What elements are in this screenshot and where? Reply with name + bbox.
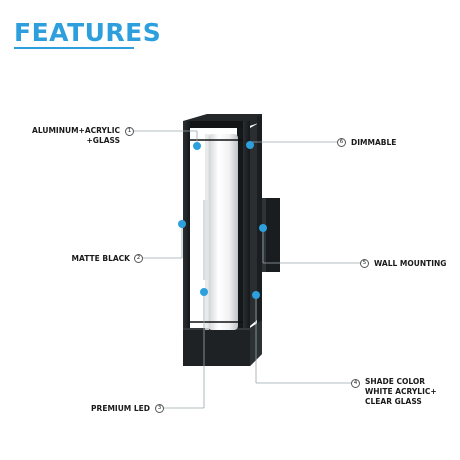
callout-dot-2 [178,220,186,228]
title-underline [14,47,134,49]
wall-mount-plate [262,198,280,272]
callout-dot-5 [259,224,267,232]
feature-label-1: ALUMINUM+ACRYLIC +GLASS [32,126,120,145]
feature-label-4: SHADE COLOR WHITE ACRYLIC+ CLEAR GLASS [365,377,437,406]
callout-dot-6 [246,141,254,149]
acrylic-light-tube [203,134,238,330]
callout-dot-4 [252,291,260,299]
callout-number-2: 2 [134,254,143,263]
callout-dots [178,141,267,299]
callout-number-1: 1 [125,127,134,136]
callout-dot-1 [193,142,201,150]
feature-label-2: MATTE BLACK [71,254,130,263]
feature-label-3: PREMIUM LED [91,404,150,413]
features-title: FEATURES [14,18,162,47]
callout-number-6: 6 [337,138,346,147]
callout-number-4: 4 [351,379,360,388]
callout-dot-3 [200,288,208,296]
feature-label-6: DIMMABLE [351,138,397,147]
callout-leaders [134,130,362,409]
callout-number-3: 3 [155,404,164,413]
callout-number-5: 5 [360,259,369,268]
feature-label-5: WALL MOUNTING [374,259,447,268]
